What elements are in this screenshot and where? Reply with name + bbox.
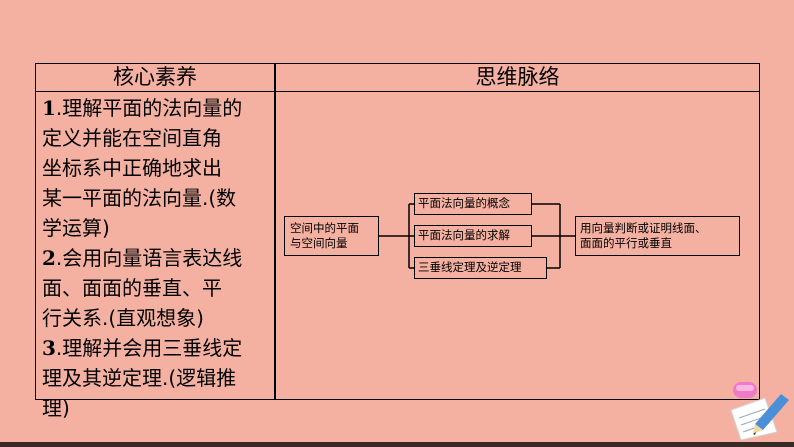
item-number: 2	[42, 246, 56, 270]
column-divider	[274, 64, 276, 399]
core-literacy-list: 1.理解平面的法向量的 定义并能在空间直角 坐标系中正确地求出 某一平面的法向量…	[42, 93, 270, 423]
branch-node-3: 三垂线定理及逆定理	[414, 257, 547, 279]
list-item-1-line-3: 坐标系中正确地求出	[42, 156, 222, 180]
root-node: 空间中的平面 与空间向量	[284, 216, 379, 256]
list-item-1-line-4: 某一平面的法向量.(数	[42, 186, 237, 210]
root-node-line-2: 与空间向量	[290, 236, 348, 250]
header-core-literacy: 核心素养	[113, 65, 197, 89]
item-number: 3	[42, 336, 56, 360]
item-text: .会用向量语言表达线	[55, 246, 243, 270]
branch-node-1: 平面法向量的概念	[414, 193, 532, 215]
list-item-2-line-3: 行关系.(直观想象)	[42, 306, 204, 330]
pencil-paper-icon	[730, 382, 789, 441]
result-node-line-2: 面面的平行或垂直	[580, 236, 672, 250]
result-node-line-1: 用向量判断或证明线面、	[580, 221, 707, 235]
item-number: 1	[42, 96, 56, 120]
table-header-row: 核心素养 思维脉络	[36, 64, 759, 92]
list-item-3-line-3: 理)	[42, 396, 70, 420]
list-item-3-line-1: 3.理解并会用三垂线定	[42, 333, 270, 363]
content-table: 核心素养 思维脉络 1.理解平面的法向量的 定义并能在空间直角 坐标系中正确地求…	[35, 63, 760, 420]
root-node-line-1: 空间中的平面	[290, 221, 359, 235]
result-node: 用向量判断或证明线面、 面面的平行或垂直	[575, 216, 740, 256]
item-text: .理解平面的法向量的	[55, 96, 243, 120]
list-item-2-line-1: 2.会用向量语言表达线	[42, 243, 270, 273]
list-item-3-line-2: 理及其逆定理.(逻辑推	[42, 366, 237, 390]
header-thinking-map: 思维脉络	[475, 65, 560, 89]
list-item-2-line-2: 面、面面的垂直、平	[42, 276, 222, 300]
item-text: .理解并会用三垂线定	[55, 336, 243, 360]
list-item-1-line-5: 学运算)	[42, 216, 110, 240]
list-item-1-line-1: 1.理解平面的法向量的	[42, 93, 270, 123]
list-item-1-line-2: 定义并能在空间直角	[42, 126, 222, 150]
bottom-strip	[0, 442, 794, 447]
branch-node-2: 平面法向量的求解	[414, 225, 532, 247]
